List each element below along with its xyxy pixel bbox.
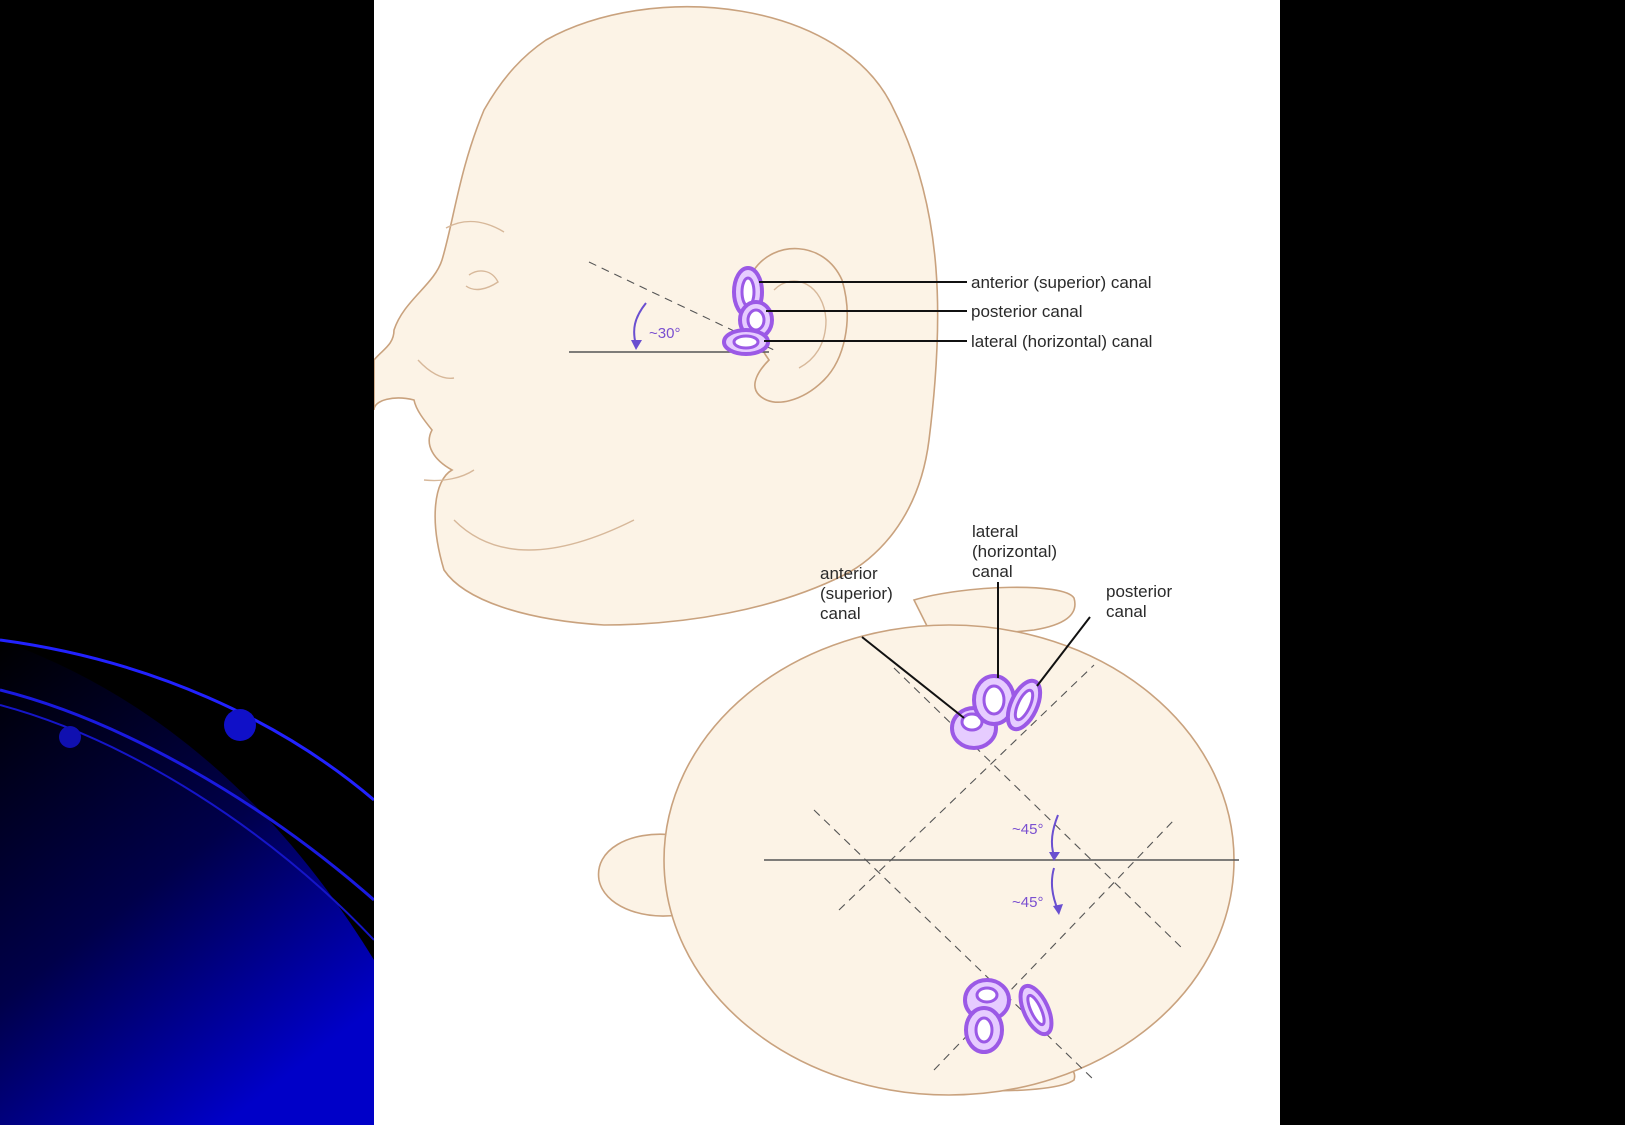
eye <box>465 270 499 291</box>
mouth-line <box>423 469 475 482</box>
leader-top-anterior <box>861 636 965 719</box>
semicircular-canals-figure: ~30° anterior (superior) canal posterior… <box>374 6 1239 1096</box>
anterior-canal-top-lumen <box>960 712 984 732</box>
label-top-anterior-line-1: anterior <box>820 564 878 583</box>
nose-bump <box>597 833 680 917</box>
nose-line <box>417 359 455 379</box>
label-top-lateral-line-3: canal <box>972 562 1013 581</box>
leader-top-posterior <box>1036 616 1091 687</box>
inner-ear-canals-bottom <box>963 978 1054 1054</box>
bottom-canal-1-lumen <box>975 986 999 1004</box>
jaw-line <box>453 519 635 551</box>
canal-plane-2 <box>893 667 1185 951</box>
label-top-lateral-line-2: (horizontal) <box>972 542 1057 561</box>
swoosh-line-3 <box>0 704 375 941</box>
lateral-canal-top-lumen <box>982 684 1006 716</box>
label-top-anterior-line-2: (superior) <box>820 584 893 603</box>
label-top-posterior-line-1: posterior <box>1106 582 1172 601</box>
angle-arrowhead-lower <box>1053 904 1063 915</box>
ear <box>749 247 848 403</box>
swoosh-line-1 <box>0 638 375 802</box>
figure-panel: ~30° anterior (superior) canal posterior… <box>374 0 1280 1125</box>
label-posterior-canal: posterior canal <box>971 302 1083 321</box>
label-top-lateral-line-1: lateral <box>972 522 1018 541</box>
angle-45-upper: ~45° <box>1012 821 1043 838</box>
canal-plane-3 <box>838 664 1095 911</box>
head-profile <box>374 6 939 626</box>
label-top-anterior-line-3: canal <box>820 604 861 623</box>
label-top-posterior: posterior canal <box>1106 582 1177 621</box>
brow-line <box>445 220 505 233</box>
swoosh-dot-small <box>59 726 81 748</box>
swoosh-dot-large <box>224 709 256 741</box>
label-lateral-horizontal-canal: lateral (horizontal) canal <box>971 332 1152 351</box>
angle-arrowhead <box>631 340 642 350</box>
bottom-canal-3-lumen <box>1026 993 1046 1027</box>
label-top-posterior-line-2: canal <box>1106 602 1147 621</box>
label-top-anterior: anterior (superior) canal <box>820 564 897 623</box>
posterior-canal-top-lumen <box>1013 688 1035 722</box>
lateral-canal-lumen <box>732 334 760 350</box>
label-top-lateral: lateral (horizontal) canal <box>972 522 1062 581</box>
lateral-head-view: ~30° anterior (superior) canal posterior… <box>374 6 1152 626</box>
posterior-canal-lumen <box>746 308 766 332</box>
angle-30-label: ~30° <box>649 325 680 342</box>
inner-ear-canals-lateral <box>722 266 774 356</box>
swoosh-line-2 <box>0 688 375 902</box>
angle-arrowhead-upper <box>1049 852 1060 861</box>
label-anterior-superior-canal: anterior (superior) canal <box>971 273 1151 292</box>
top-head-view: anterior (superior) canal lateral (horiz… <box>597 522 1239 1096</box>
angle-45-lower: ~45° <box>1012 894 1043 911</box>
blue-swoosh-fill <box>0 640 374 1125</box>
bottom-canal-2-lumen <box>974 1016 994 1044</box>
